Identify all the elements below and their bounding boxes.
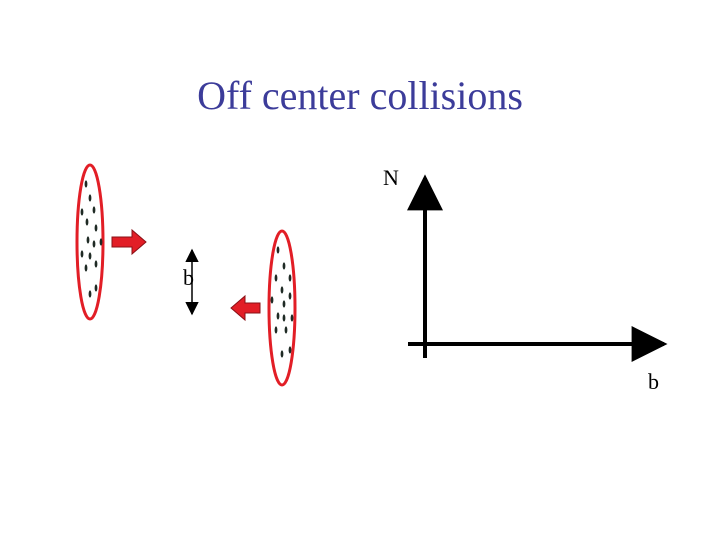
- nucleon-dot: [88, 194, 92, 202]
- nucleon-dot: [274, 274, 278, 282]
- impact-parameter-label: b: [183, 265, 194, 290]
- nucleon-dot: [84, 264, 88, 272]
- nucleon-dot: [80, 208, 84, 216]
- nucleon-dot: [85, 218, 89, 226]
- left-nucleus: [75, 163, 105, 321]
- nucleon-dot: [270, 296, 274, 304]
- nucleon-dot: [280, 286, 284, 294]
- nucleon-dot: [284, 326, 288, 334]
- nucleon-dot: [290, 314, 294, 322]
- slide-title: Off center collisions: [197, 73, 523, 118]
- nucleon-dot: [282, 262, 286, 270]
- arrow-right-icon: [111, 228, 147, 256]
- nucleon-dot: [99, 238, 103, 246]
- nucleon-dot: [282, 314, 286, 322]
- nucleon-dot: [94, 224, 98, 232]
- nucleon-dot: [86, 236, 90, 244]
- nucleon-dot: [94, 284, 98, 292]
- nucleon-dot: [94, 260, 98, 268]
- nucleon-dot: [88, 290, 92, 298]
- nucleon-dot: [282, 300, 286, 308]
- y-axis-label: N: [383, 165, 399, 190]
- nucleon-dot: [288, 274, 292, 282]
- nucleon-dot: [276, 312, 280, 320]
- nucleon-dot: [92, 206, 96, 214]
- nucleon-dot: [84, 180, 88, 188]
- nucleon-dot: [288, 346, 292, 354]
- nucleon-dot: [276, 246, 280, 254]
- right-nucleus-outline: [267, 229, 297, 387]
- nucleon-dot: [80, 250, 84, 258]
- nucleon-dot: [280, 350, 284, 358]
- nucleon-dot: [88, 252, 92, 260]
- nucleon-dot: [288, 292, 292, 300]
- x-axis-label: b: [648, 369, 659, 394]
- arrow-left-icon: [230, 294, 261, 322]
- right-nucleus: [267, 229, 297, 387]
- nucleon-dot: [274, 326, 278, 334]
- nucleon-dot: [92, 240, 96, 248]
- right-nucleons: [270, 246, 294, 358]
- left-nucleons: [80, 180, 103, 298]
- left-nucleus-outline: [75, 163, 105, 321]
